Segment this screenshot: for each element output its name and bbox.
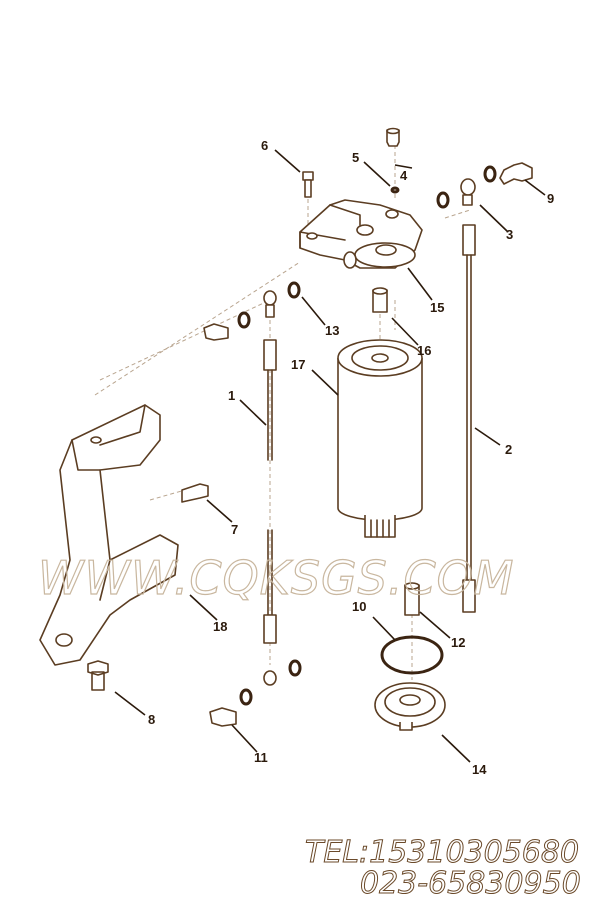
part-nipple [372, 287, 388, 313]
label-14: 14 [472, 762, 487, 777]
label-5: 5 [352, 150, 359, 165]
part-filter-bowl [374, 682, 446, 731]
label-18: 18 [213, 619, 227, 634]
part-bolt [87, 660, 109, 691]
part-small-oring [390, 186, 400, 194]
part-fuel-tube-short [263, 339, 277, 644]
label-17: 17 [291, 357, 305, 372]
part-fuel-filter [337, 339, 423, 538]
label-16: 16 [417, 343, 431, 358]
part-bracket [39, 404, 179, 666]
part-banjo-bolt [499, 162, 533, 185]
part-bolt [181, 483, 209, 503]
part-banjo-bolt [203, 323, 229, 341]
label-11: 11 [254, 750, 268, 765]
part-lower-fittings [209, 659, 302, 727]
part-bowl-oring [380, 635, 444, 675]
label-10: 10 [352, 599, 366, 614]
label-15: 15 [430, 300, 444, 315]
part-water-sensor [404, 582, 420, 616]
label-9: 9 [547, 191, 554, 206]
watermark-phone-2: 023-65830950 [360, 866, 581, 900]
part-fuel-tube-long [462, 224, 476, 613]
label-4: 4 [400, 168, 408, 183]
label-12: 12 [451, 635, 465, 650]
label-7: 7 [231, 522, 238, 537]
watermark-site: WWW.CQKSGS.COM [38, 551, 515, 605]
leader-arrows [114, 149, 546, 763]
label-13: 13 [325, 323, 339, 338]
label-1: 1 [228, 388, 235, 403]
label-3: 3 [506, 227, 513, 242]
part-banjo-fitting [460, 178, 476, 206]
part-plug [386, 127, 400, 147]
watermark-phone: TEL:15310305680 [305, 835, 579, 870]
label-6: 6 [261, 138, 268, 153]
part-filter-head [299, 199, 423, 269]
part-washer [483, 165, 497, 183]
label-2: 2 [505, 442, 512, 457]
part-washer [237, 311, 251, 329]
part-number-labels: 6 5 4 9 3 15 13 16 17 1 2 7 18 10 12 8 1… [148, 138, 554, 777]
label-8: 8 [148, 712, 155, 727]
part-washer [436, 191, 450, 209]
part-washer [287, 281, 301, 299]
part-bolt-top [302, 171, 314, 198]
part-elbow-fitting [263, 290, 277, 318]
